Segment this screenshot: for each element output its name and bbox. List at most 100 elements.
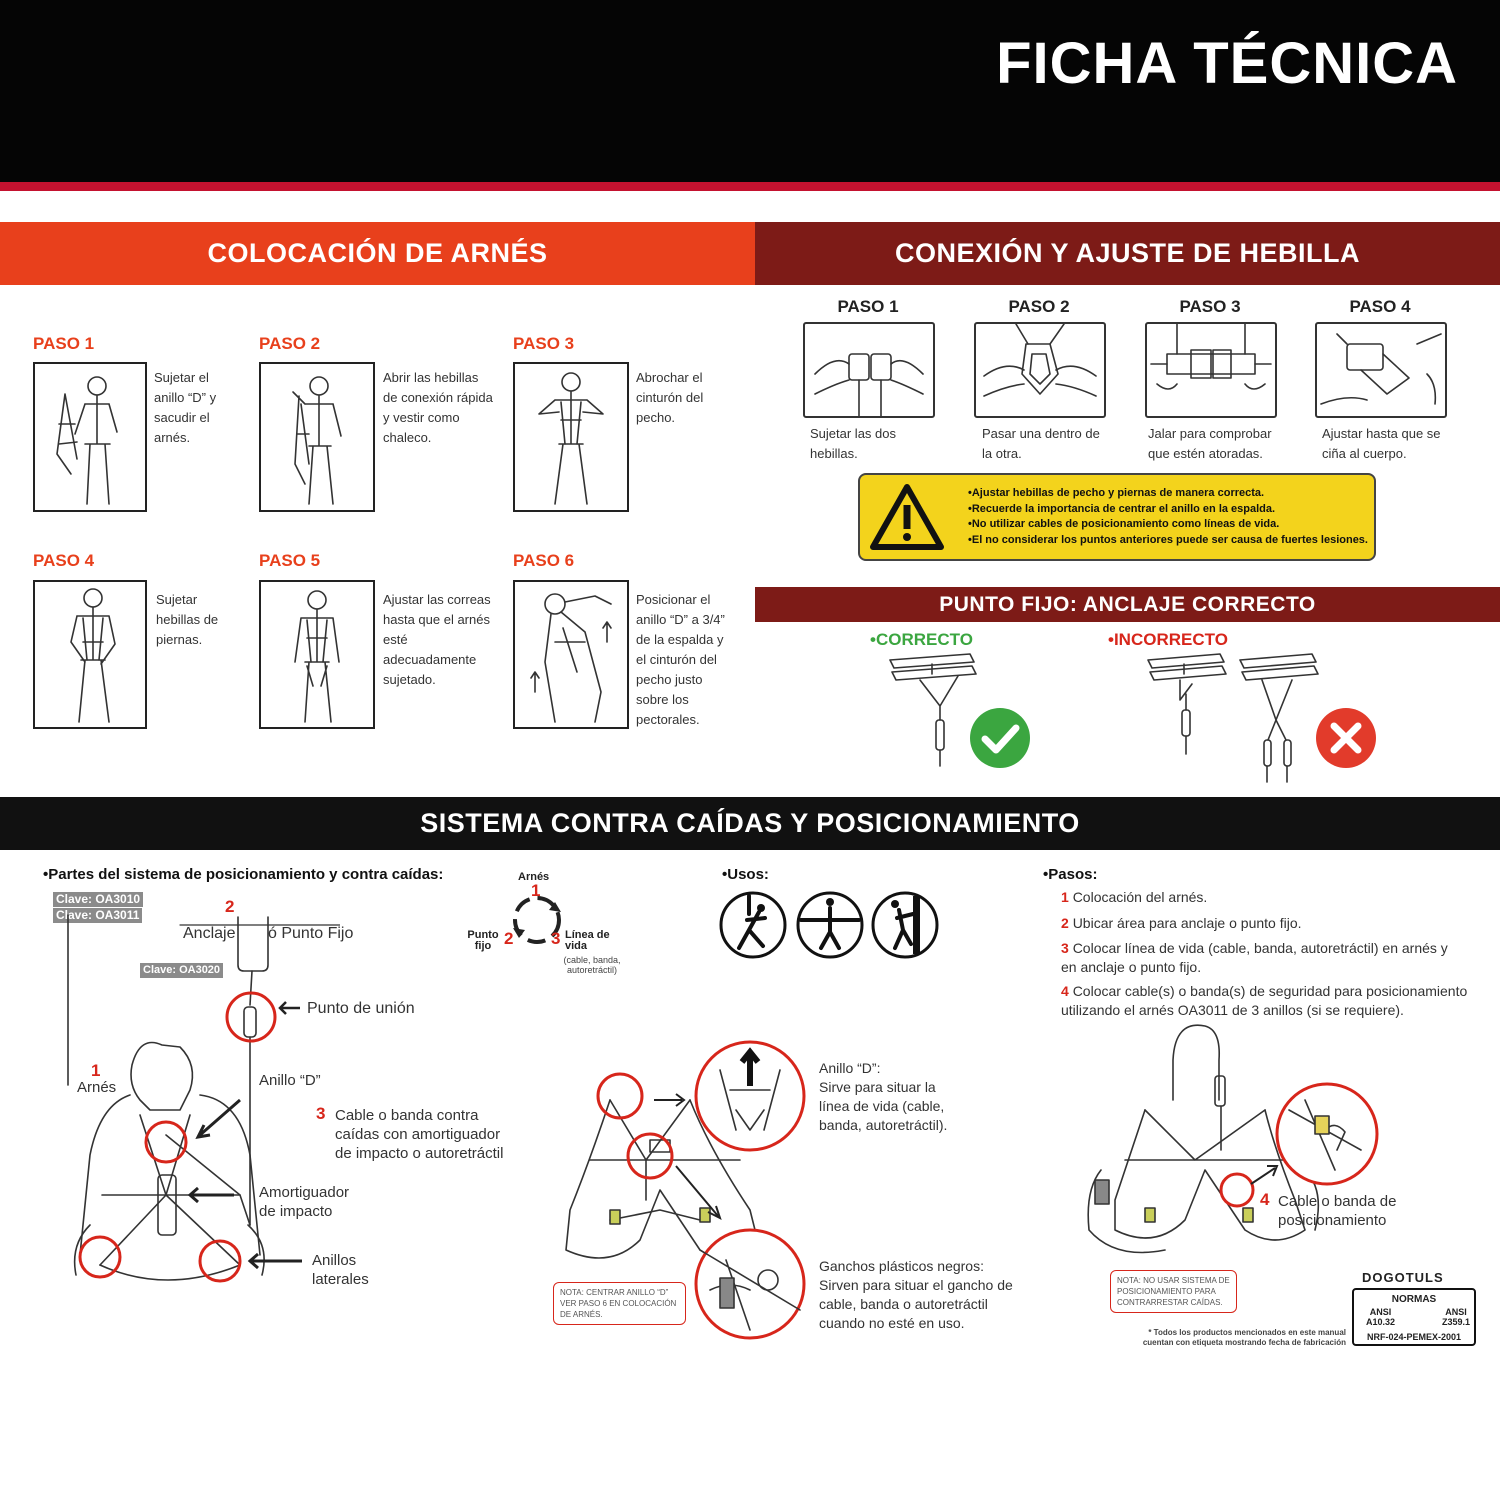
paso-item-3: 3 Colocar línea de vida (cable, banda, a… xyxy=(1061,940,1448,975)
cycle-linea-sub: (cable, banda, autoretráctil) xyxy=(563,955,621,975)
anillo-d-label: Anillo “D” xyxy=(259,1072,321,1089)
paso-item-4: 4 Colocar cable(s) o banda(s) de segurid… xyxy=(1061,983,1468,1018)
colocacion-step-4-label: PASO 4 xyxy=(33,551,95,570)
clave-oa3020: Clave: OA3020 xyxy=(140,963,224,978)
conexion-step-4-label: PASO 4 xyxy=(1349,297,1411,316)
conexion-step-1-label: PASO 1 xyxy=(837,297,899,316)
warning-list: •Ajustar hebillas de pecho y piernas de … xyxy=(968,486,1368,548)
brand-logo: DOGOTULS xyxy=(1362,1270,1444,1285)
cycle-num-1: 1 xyxy=(531,881,541,900)
colocacion-step-5-image xyxy=(259,580,375,729)
colocacion-step-2-text: Abrir las hebillas de conexión rápida y … xyxy=(383,370,493,445)
header-stripe xyxy=(0,182,1500,191)
cycle-arrows-icon xyxy=(513,896,561,944)
punto-fijo-label: ó Punto Fijo xyxy=(268,925,354,942)
climbing-icon xyxy=(871,891,939,959)
warning-line: •Recuerde la importancia de centrar el a… xyxy=(968,502,1276,515)
colocacion-banner: COLOCACIÓN DE ARNÉS xyxy=(0,222,755,285)
clave-oa3010: Clave: OA3010 xyxy=(53,892,144,907)
warning-line: •El no considerar los puntos anteriores … xyxy=(968,533,1368,546)
normas-heading: NORMAS xyxy=(1391,1294,1437,1305)
paso-item-1: 1 Colocación del arnés. xyxy=(1061,889,1208,905)
warning-triangle-icon xyxy=(870,484,944,550)
usos-heading: •Usos: xyxy=(722,866,769,883)
colocacion-step-3-text: Abrochar el cinturón del pecho. xyxy=(636,370,704,425)
conexion-banner: CONEXIÓN Y AJUSTE DE HEBILLA xyxy=(755,222,1500,285)
num-3-cable: 3 xyxy=(316,1104,326,1123)
partes-heading: •Partes del sistema de posicionamiento y… xyxy=(43,866,444,883)
positioning-icon xyxy=(796,891,864,959)
footnote: * Todos los productos mencionados en est… xyxy=(1142,1328,1346,1347)
warning-line: •Ajustar hebillas de pecho y piernas de … xyxy=(968,487,1265,499)
conexion-step-2-label: PASO 2 xyxy=(1008,297,1070,316)
conexion-step-1-image xyxy=(803,322,935,418)
conexion-step-4-text: Ajustar hasta que se ciña al cuerpo. xyxy=(1322,426,1441,461)
punto-union-label: Punto de unión xyxy=(307,1000,415,1017)
anillo-d-desc: Sirve para situar la línea de vida (cabl… xyxy=(819,1079,948,1133)
colocacion-step-1-label: PASO 1 xyxy=(33,334,95,353)
incorrect-label: •INCORRECTO xyxy=(1108,630,1228,649)
colocacion-step-2-label: PASO 2 xyxy=(259,334,321,353)
colocacion-step-6-image xyxy=(513,580,629,729)
punto-fijo-banner: PUNTO FIJO: ANCLAJE CORRECTO xyxy=(755,587,1500,622)
cycle-num-3: 3 xyxy=(551,929,561,948)
fall-arrest-icon xyxy=(719,891,787,959)
cycle-arnes-label: Arnés xyxy=(518,871,550,883)
ganchos-desc: Sirven para situar el gancho de cable, b… xyxy=(819,1277,1013,1331)
colocacion-step-1-image xyxy=(33,362,147,512)
ganchos-title: Ganchos plásticos negros: xyxy=(819,1258,984,1274)
colocacion-step-5-label: PASO 5 xyxy=(259,551,321,570)
cable-posicionamiento-label: Cable o banda de posicionamiento xyxy=(1278,1193,1397,1229)
correct-label: •CORRECTO xyxy=(870,630,973,649)
clave-oa3011: Clave: OA3011 xyxy=(53,908,143,923)
conexion-step-1-text: Sujetar las dos hebillas. xyxy=(810,426,896,461)
nota-no-usar: NOTA: NO USAR SISTEMA DE POSICIONAMIENTO… xyxy=(1110,1270,1237,1313)
pasos-heading: •Pasos: xyxy=(1043,866,1098,883)
colocacion-step-3-image xyxy=(513,362,629,512)
positioning-harness-illustration xyxy=(1087,1024,1379,1254)
cable-label: Cable o banda contra caídas con amortigu… xyxy=(335,1107,504,1162)
colocacion-step-6-text: Posicionar el anillo “D” a 3/4” de la es… xyxy=(636,592,725,727)
harness-back-illustration xyxy=(67,914,340,1283)
conexion-step-3-text: Jalar para comprobar que estén atoradas. xyxy=(1148,426,1272,461)
page-title: FICHA TÉCNICA xyxy=(996,31,1458,96)
colocacion-step-3-label: PASO 3 xyxy=(513,334,575,353)
num-1-arnes: 1 xyxy=(91,1061,101,1080)
paso-item-2: 2 Ubicar área para anclaje o punto fijo. xyxy=(1061,915,1302,931)
conexion-step-2-image xyxy=(974,322,1106,418)
conexion-step-3-image xyxy=(1145,322,1277,418)
cycle-linea-label: Línea de vida xyxy=(565,929,610,952)
conexion-step-4-image xyxy=(1315,322,1447,418)
correct-anchor-illustration xyxy=(889,653,977,767)
colocacion-step-2-image xyxy=(259,362,375,512)
cycle-num-2: 2 xyxy=(504,929,514,948)
colocacion-step-1-text: Sujetar el anillo “D” y sacudir el arnés… xyxy=(154,370,217,445)
colocacion-step-6-label: PASO 6 xyxy=(513,551,575,570)
nota-centrar-anillo: NOTA: CENTRAR ANILLO “D” VER PASO 6 EN C… xyxy=(553,1282,686,1325)
incorrect-anchor-illustration-1 xyxy=(1147,653,1227,755)
harness-front-illustration xyxy=(565,1040,806,1340)
num-4-cable: 4 xyxy=(1260,1190,1270,1209)
arnes-label: Arnés xyxy=(77,1079,117,1096)
checkmark-icon xyxy=(970,708,1030,768)
num-2-anchor: 2 xyxy=(225,897,235,916)
warning-line: •No utilizar cables de posicionamiento c… xyxy=(968,518,1280,530)
incorrect-anchor-illustration-2 xyxy=(1239,653,1319,783)
anillo-d-title: Anillo “D”: xyxy=(819,1060,881,1076)
cycle-punto-label: Punto fijo xyxy=(467,929,499,952)
norma-nrf-pemex: NRF-024-PEMEX-2001 xyxy=(1366,1332,1462,1342)
amortiguador-label: Amortiguador de impacto xyxy=(259,1184,350,1220)
anillos-laterales-label: Anillos laterales xyxy=(312,1252,369,1288)
conexion-step-2-text: Pasar una dentro de la otra. xyxy=(982,426,1100,461)
header-bar xyxy=(0,0,1500,182)
sistema-banner: SISTEMA CONTRA CAÍDAS Y POSICIONAMIENTO xyxy=(0,797,1500,850)
colocacion-step-4-text: Sujetar hebillas de piernas. xyxy=(156,592,219,647)
conexion-step-3-label: PASO 3 xyxy=(1179,297,1241,316)
anclaje-label: Anclaje xyxy=(183,925,236,942)
usos-icons xyxy=(719,891,939,959)
colocacion-step-5-text: Ajustar las correas hasta que el arnés e… xyxy=(383,592,491,687)
warning-box xyxy=(858,473,1376,561)
